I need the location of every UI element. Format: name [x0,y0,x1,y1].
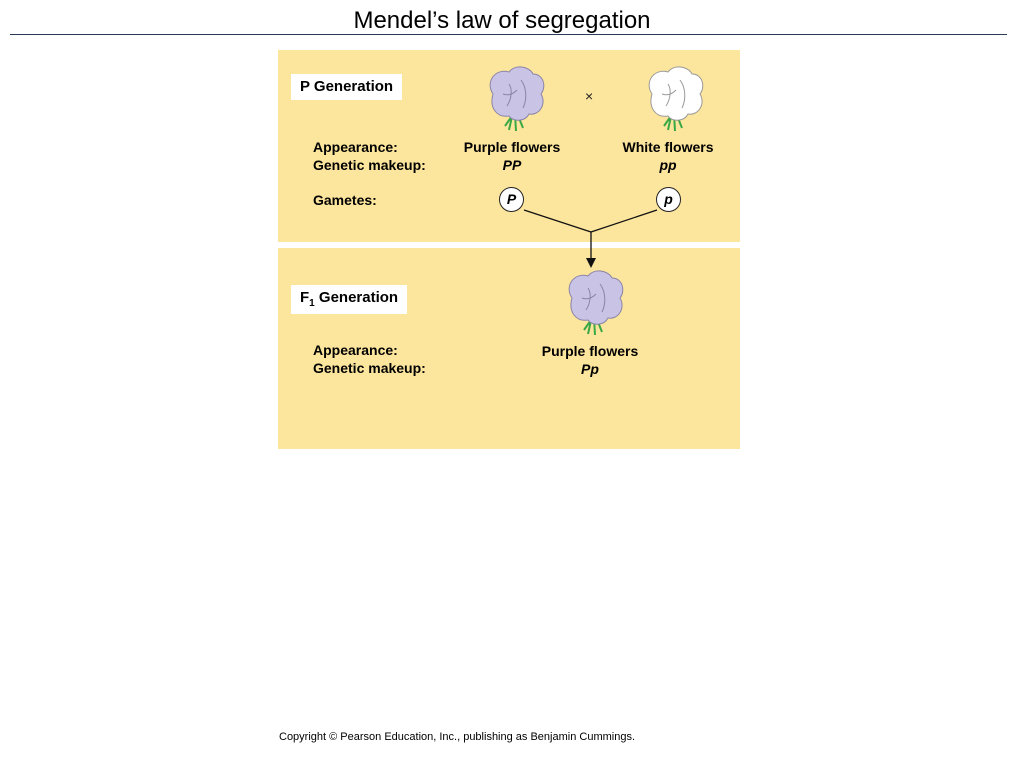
parent-right-appearance: White flowers [622,139,714,155]
parent-right-genotype: pp [659,157,677,173]
offspring-appearance: Purple flowers [541,343,639,359]
p-generation-label: P Generation [291,74,403,100]
appearance-label: Appearance: [313,139,398,155]
title-divider [10,34,1007,35]
cross-symbol: × [585,88,594,104]
copyright-notice: Copyright © Pearson Education, Inc., pub… [279,731,636,743]
f1-generation-panel: F1 Generation Appearance: Genetic makeup… [278,248,740,449]
purple-flower-icon [483,64,549,139]
gamete-recessive: p [656,187,681,212]
arrow-head-icon [586,258,596,268]
offspring-genotype: Pp [581,361,599,377]
f1-appearance-label: Appearance: [313,342,398,358]
genetic-makeup-label: Genetic makeup: [313,157,426,173]
gamete-dominant: P [499,187,524,212]
parent-left-genotype: PP [502,157,522,173]
f1-generation-label: F1 Generation [291,285,408,314]
gametes-label: Gametes: [313,192,377,208]
white-flower-icon [642,64,708,139]
f1-genetic-makeup-label: Genetic makeup: [313,360,426,376]
slide-title: Mendel’s law of segregation [353,7,651,34]
parent-left-appearance: Purple flowers [463,139,561,155]
offspring-purple-flower-icon [562,268,628,343]
